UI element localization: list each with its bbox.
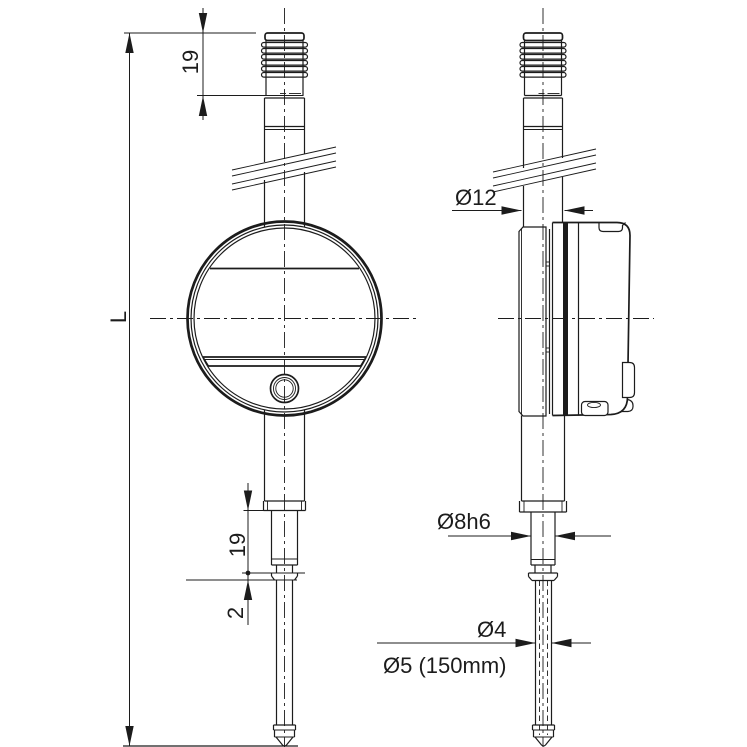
front-break-lines (231, 146, 337, 191)
side-contact-tip (534, 736, 553, 747)
side-break-lines (492, 148, 597, 193)
side-rear-plate (518, 226, 547, 417)
side-bottom-button (580, 400, 609, 417)
dim-label-overall-length: L (106, 311, 131, 323)
side-view (492, 8, 654, 747)
front-view (150, 8, 419, 747)
dim-thread-length: 19 (178, 8, 304, 120)
dim-label-long-spindle-diameter: Ø5 (150mm) (383, 653, 506, 678)
dial-bezel-inner (190, 224, 379, 413)
dimension-annotations: L 19 19 2 Ø12 (106, 8, 611, 747)
side-spindle (531, 580, 556, 747)
side-upper-stem (522, 97, 564, 227)
side-housing (552, 221, 631, 417)
dim-overall-length: L (106, 32, 256, 746)
side-latch (621, 361, 636, 399)
dim-sleeve-length: 19 2 (186, 483, 305, 625)
dim-stem-diameter: Ø12 (452, 185, 593, 215)
dim-sleeve-diameter: Ø8h6 (437, 509, 611, 541)
front-lower-stem (262, 410, 307, 581)
dim-label-sleeve-diameter: Ø8h6 (437, 509, 491, 534)
dim-label-stem-diameter: Ø12 (455, 185, 497, 210)
dial-button (269, 373, 300, 404)
front-dial (186, 220, 383, 417)
side-top-notch (598, 222, 626, 233)
dim-label-sleeve-length: 19 (225, 533, 250, 557)
side-latch-lower (621, 398, 634, 413)
dial-face-rim (193, 227, 376, 410)
dial-bezel-outer (186, 220, 383, 417)
dim-label-collar-height: 2 (223, 607, 248, 619)
side-lower-stem (518, 415, 568, 582)
dim-label-thread-length: 19 (178, 50, 203, 74)
dim-spindle-diameter: Ø4 Ø5 (150mm) (377, 617, 591, 678)
side-body (518, 221, 636, 417)
front-thread (260, 32, 309, 96)
side-thread (519, 32, 567, 97)
front-upper-stem (263, 97, 306, 227)
dim-label-tip-diameter: Ø4 (477, 617, 506, 642)
